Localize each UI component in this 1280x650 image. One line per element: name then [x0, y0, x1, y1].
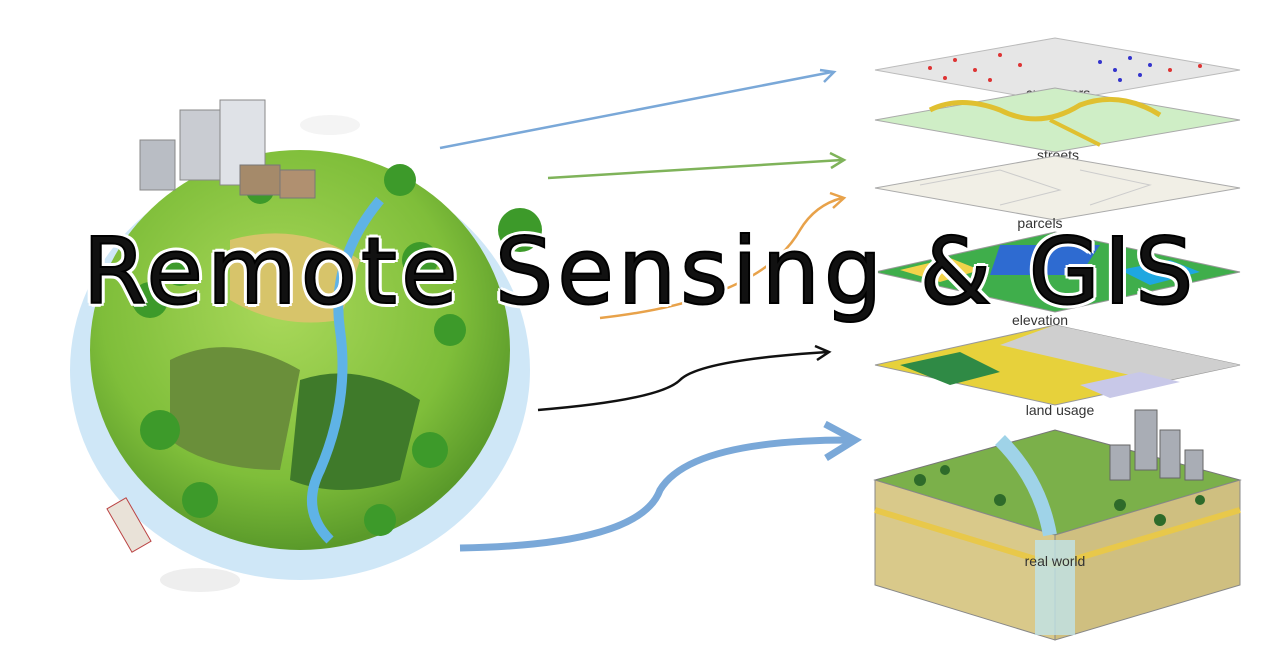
layer-label-parcels: parcels [1017, 215, 1062, 231]
layer-label-land-usage: land usage [1026, 402, 1095, 418]
black-arrow-to-elevation [537, 350, 829, 412]
page-title: Remote Sensing & GIS [82, 217, 1198, 326]
layer-parcels: parcels [874, 155, 1241, 231]
thick-blue-arrow-to-real-world [459, 436, 851, 552]
layer-label-elevation: elevation [1012, 312, 1068, 328]
earth-globe-illustration [70, 99, 542, 592]
gis-layer-stack: customers streets parcels elevation [873, 37, 1242, 641]
layer-real-world: real world [873, 409, 1242, 641]
blue-arrow-to-customers [439, 70, 833, 150]
green-arrow-to-streets [547, 158, 843, 180]
layer-elevation: elevation [874, 231, 1241, 328]
orange-arrow-to-parcels [599, 196, 843, 320]
layer-label-real-world: real world [1025, 553, 1086, 569]
layer-land-usage: land usage [874, 324, 1241, 418]
layer-streets: streets [874, 87, 1241, 163]
connecting-arrows [439, 68, 863, 552]
